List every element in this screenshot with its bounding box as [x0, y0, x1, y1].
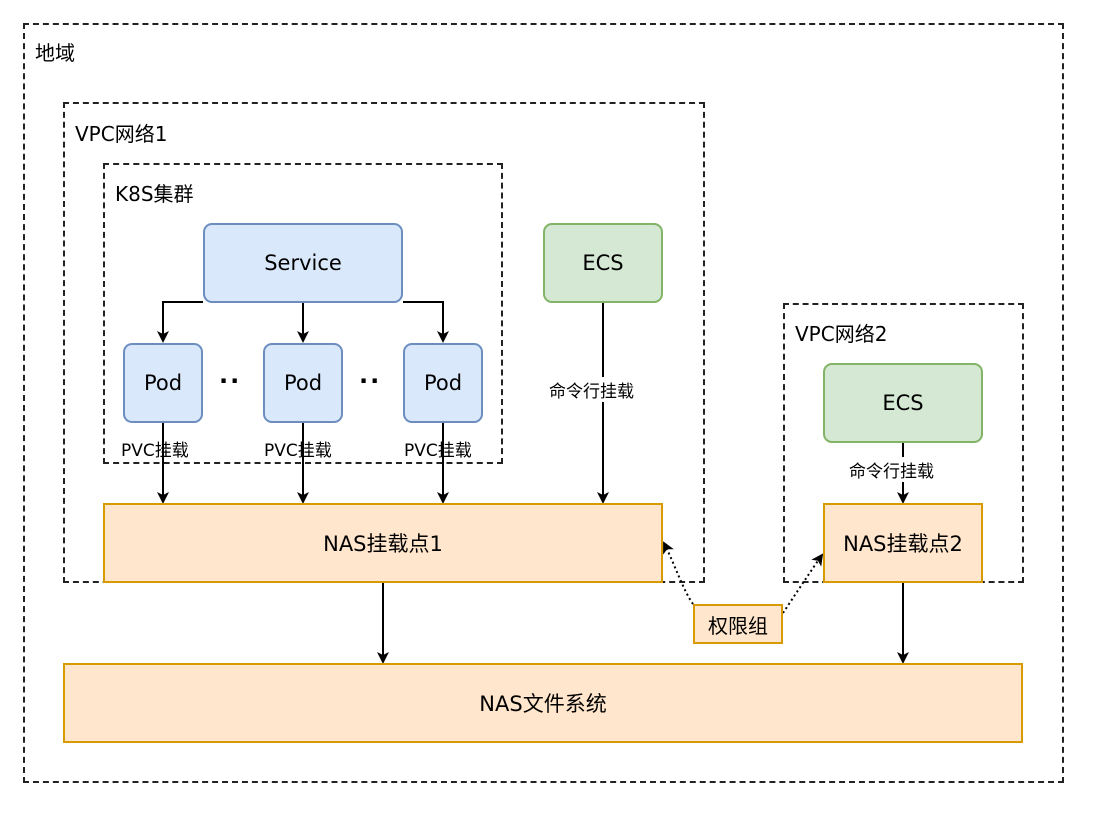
- ecs-node-vpc2: ECS: [823, 363, 983, 443]
- edge-service-pod1: [157, 301, 203, 343]
- nas-mount-point-1: NAS挂载点1: [103, 503, 663, 583]
- permission-group: 权限组: [693, 604, 783, 644]
- edge-service-pod3: [403, 301, 449, 343]
- edge-permission-mount1: [663, 541, 694, 605]
- cli-mount-label-2: 命令行挂载: [849, 457, 934, 482]
- pod-node-2: Pod: [263, 343, 343, 423]
- pvc-mount-label-2: PVC挂载: [264, 441, 332, 461]
- nas-file-system: NAS文件系统: [63, 663, 1023, 743]
- pvc-mount-label-3: PVC挂载: [404, 441, 472, 461]
- ecs-node-vpc1: ECS: [543, 223, 663, 303]
- k8s-cluster-label: K8S集群: [115, 182, 194, 206]
- region-label: 地域: [35, 41, 75, 65]
- pod-node-1: Pod: [123, 343, 203, 423]
- cli-mount-label-1: 命令行挂载: [549, 377, 634, 402]
- nas-mount-point-2: NAS挂载点2: [823, 503, 983, 583]
- vpc2-label: VPC网络2: [795, 322, 888, 346]
- ellipsis-1: ··: [219, 367, 242, 395]
- pod-node-3: Pod: [403, 343, 483, 423]
- vpc1-label: VPC网络1: [75, 122, 168, 146]
- pvc-mount-label-1: PVC挂载: [121, 441, 189, 461]
- region-container: [23, 23, 1064, 783]
- edge-permission-mount2: [782, 553, 824, 614]
- ellipsis-2: ··: [359, 367, 382, 395]
- service-node: Service: [203, 223, 403, 303]
